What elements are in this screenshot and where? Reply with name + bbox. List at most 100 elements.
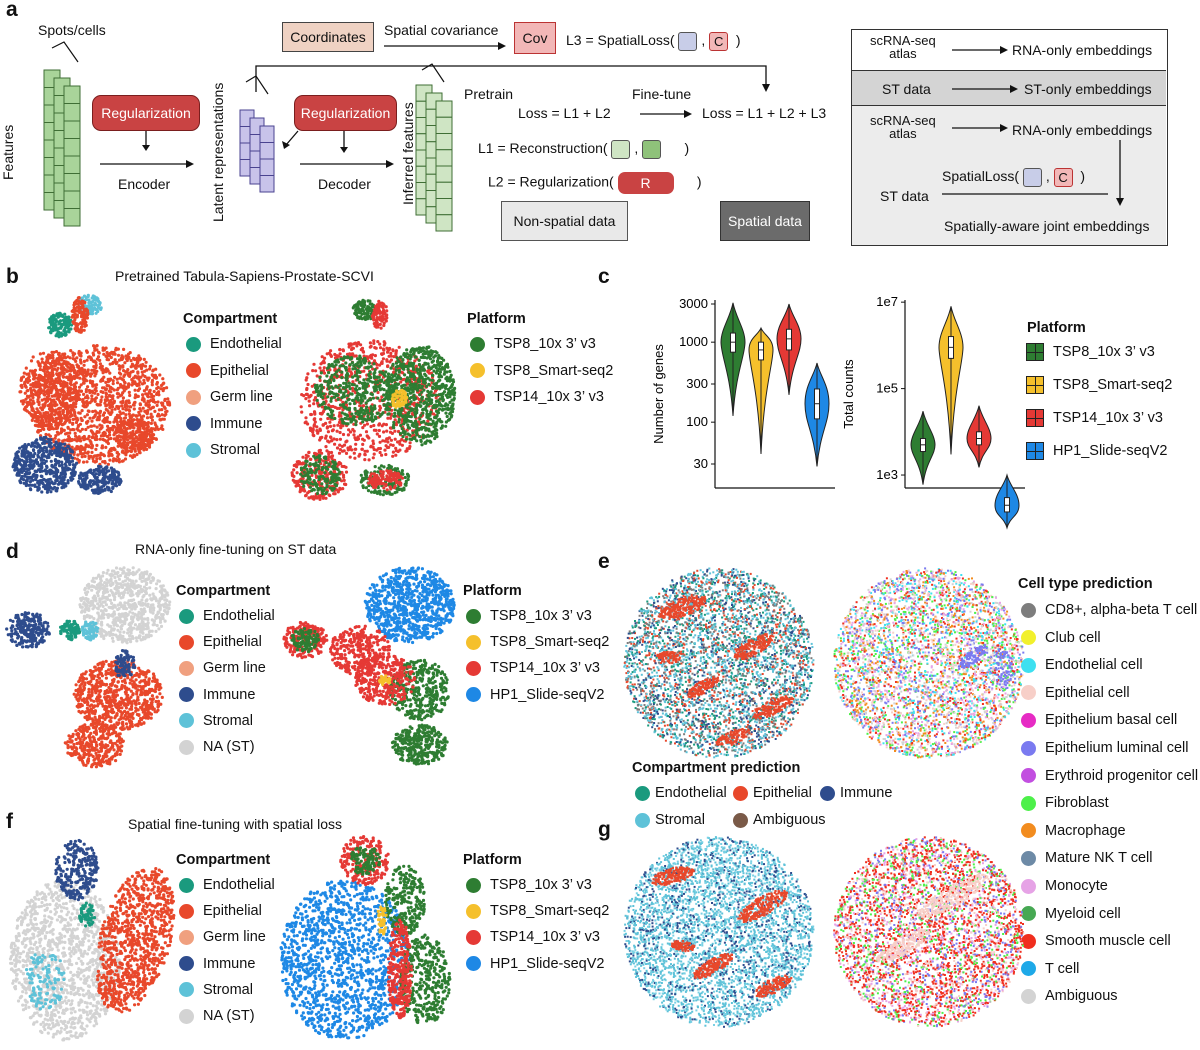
na-cluster: [8, 880, 121, 1042]
loss-pretrain: Loss = L1 + L2: [518, 105, 611, 121]
tsp8-10x-cluster: [384, 864, 426, 937]
panel-d-platform-heading: Platform: [463, 583, 522, 599]
legend-dot: [1021, 850, 1036, 866]
panel-b-platform-heading: Platform: [467, 311, 526, 327]
umap-d-platform: [282, 566, 456, 766]
legend-dot: [186, 416, 201, 431]
panel-e-celltype-item-6: Erythroid progenitor cell: [1021, 768, 1198, 784]
umap-b-platform: [290, 298, 457, 501]
panel-e-celltype-item-8: Macrophage: [1021, 823, 1126, 839]
legend-dot: [1021, 712, 1036, 728]
l2-text: L2 = Regularization( R ): [488, 172, 702, 194]
y-axis-label: Total counts: [841, 359, 856, 429]
finetune-label: Fine-tune: [632, 86, 691, 102]
legend-label: Stromal: [203, 982, 253, 998]
panel-f-compartment-heading: Compartment: [176, 852, 270, 868]
legend-dot: [186, 336, 201, 352]
legend-dot: [1021, 657, 1036, 673]
y-tick-label: 1e3: [876, 467, 898, 482]
hp1-cluster: [363, 566, 456, 645]
legend-dot: [820, 785, 835, 801]
l1-text: L1 = Reconstruction( , ): [478, 140, 689, 159]
panel-e-celltype-item-1: Club cell: [1021, 630, 1101, 646]
panel-d-platform-item-2: TSP14_10x 3’ v3: [466, 660, 600, 676]
summary-row3-right: RNA-only embeddings: [1012, 122, 1152, 138]
panel-f-compartment-item-4: Stromal: [179, 982, 253, 998]
summary-row1-left: scRNA-seq atlas: [870, 34, 936, 60]
summary-row3-arrow: [952, 124, 1008, 132]
summary-row-2: ST data ST-only embeddings: [852, 70, 1166, 106]
tsp8-10x-cluster: [350, 846, 382, 876]
spots-cells-label: Spots/cells: [38, 22, 106, 38]
legend-label: TSP14_10x 3’ v3: [1053, 410, 1163, 426]
legend-dot: [466, 877, 481, 893]
legend-dot: [1021, 795, 1036, 811]
regularization-left-box: Regularization: [92, 95, 200, 131]
legend-dot: [179, 1008, 194, 1024]
legend-label: Monocyte: [1045, 878, 1108, 894]
legend-dot: [1021, 906, 1036, 922]
legend-dot: [1021, 685, 1036, 701]
legend-label: Macrophage: [1045, 823, 1126, 839]
violin-1: [938, 306, 964, 455]
immune-cluster: [5, 611, 51, 649]
panel-label-d: d: [6, 540, 19, 564]
legend-dot: [466, 608, 481, 624]
summary-row3-st: ST data: [880, 188, 929, 204]
panel-b-title: Pretrained Tabula-Sapiens-Prostate-SCVI: [115, 268, 374, 284]
legend-dot: [1021, 602, 1036, 618]
legend-label: Fibroblast: [1045, 795, 1109, 811]
legend-dot: [179, 713, 194, 729]
panel-e-celltype-item-4: Epithelium basal cell: [1021, 712, 1177, 728]
legend-label: Immune: [840, 785, 892, 801]
hp1-cluster: [279, 879, 412, 1040]
legend-label: TSP8_10x 3’ v3: [490, 608, 592, 624]
feature-column: [259, 125, 275, 193]
decoder-arrow: [300, 160, 394, 168]
latent-label: Latent representations: [210, 83, 226, 222]
legend-swatch: [1026, 343, 1044, 361]
panel-b-compartment-item-1: Epithelial: [186, 363, 269, 379]
legend-label: TSP8_Smart-seq2: [1053, 377, 1172, 393]
violin-2: [966, 405, 992, 468]
latent-square-icon: [678, 32, 698, 51]
legend-dot: [1021, 768, 1036, 784]
legend-dot: [186, 442, 201, 458]
panel-label-e: e: [598, 550, 610, 574]
legend-dot: [466, 929, 481, 945]
legend-label: Myeloid cell: [1045, 906, 1121, 922]
immune-cluster: [54, 838, 100, 902]
legend-dot: [179, 660, 194, 676]
panel-d-platform-item-0: TSP8_10x 3’ v3: [466, 608, 592, 624]
legend-dot: [179, 739, 194, 755]
epithelial-cluster: [72, 659, 164, 731]
panel-e-celltype-item-10: Monocyte: [1021, 878, 1108, 894]
panel-e-compartment-item-2: Immune: [820, 785, 892, 801]
summary-row1-right: RNA-only embeddings: [1012, 42, 1152, 58]
spatial-spots: [833, 567, 1025, 759]
panel-f-platform-item-2: TSP14_10x 3’ v3: [466, 929, 600, 945]
legend-dot: [733, 785, 748, 801]
loss-finetune: Loss = L1 + L2 + L3: [702, 105, 826, 121]
legend-label: Endothelial: [210, 336, 282, 352]
legend-label: Club cell: [1045, 630, 1101, 646]
y-axis-label: Number of genes: [651, 344, 666, 444]
panel-d-compartment-item-4: Stromal: [179, 713, 253, 729]
panel-e-celltype-item-0: CD8+, alpha-beta T cell: [1021, 602, 1197, 618]
tsp8-10x-cluster: [390, 723, 449, 766]
legend-dot: [1021, 961, 1036, 977]
legend-dot: [1021, 630, 1036, 646]
summary-down-arrow: [1116, 140, 1124, 206]
summary-row3-left: scRNA-seq atlas: [870, 114, 936, 140]
panel-c-platform-item-2: TSP14_10x 3’ v3: [1026, 409, 1163, 427]
y-tick-label: 300: [686, 376, 708, 391]
panel-e-compartment-item-0: Endothelial: [635, 785, 727, 801]
panel-d-platform-item-3: HP1_Slide-seqV2: [466, 687, 604, 703]
latent-square-icon-2: [1022, 168, 1042, 187]
legend-dot: [1021, 740, 1036, 756]
tsp8-smart-cluster: [390, 388, 409, 409]
panel-c-platform-item-3: HP1_Slide-seqV2: [1026, 442, 1167, 460]
spatial-circle-g-compartment: [623, 836, 815, 1028]
endothelial-cluster: [59, 619, 82, 642]
panel-b-platform-item-1: TSP8_Smart-seq2: [470, 363, 613, 379]
